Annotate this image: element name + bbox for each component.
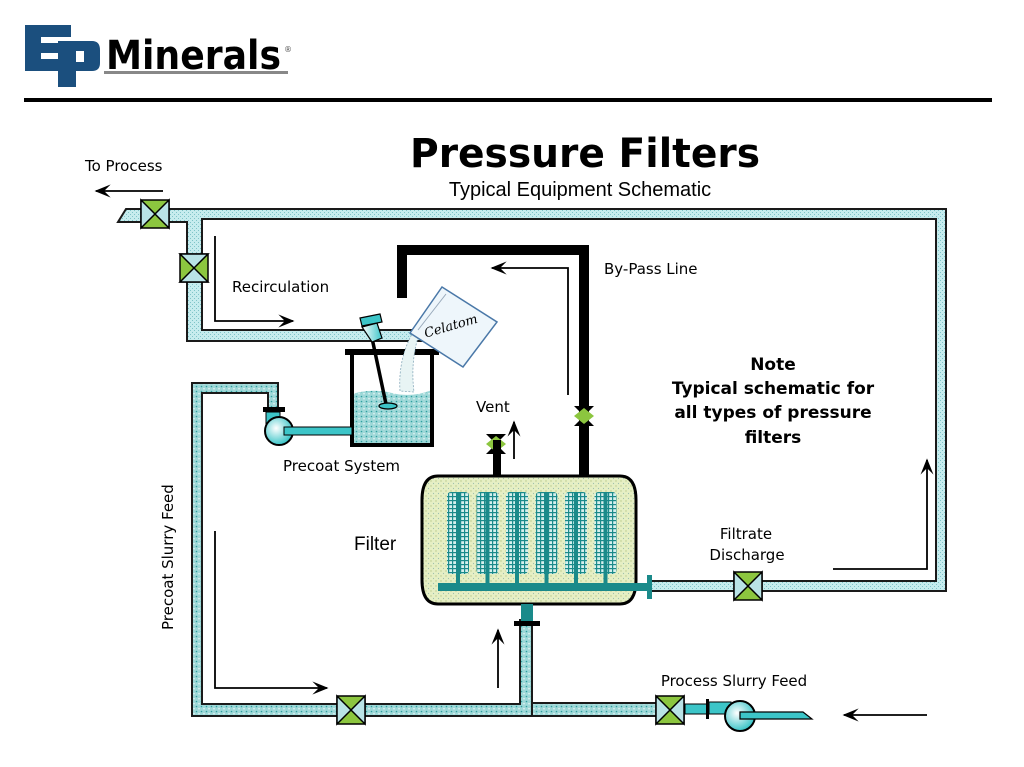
filter-leaf (447, 492, 469, 584)
filter-leaf (594, 492, 617, 584)
precoat-feed-valve[interactable] (336, 694, 366, 726)
label-process-slurry-feed: Process Slurry Feed (661, 672, 807, 690)
precoat-pump (263, 407, 353, 446)
filter-leaf (535, 492, 558, 584)
logo-registered-mark: ® (284, 45, 292, 54)
label-precoat-slurry-feed: Precoat Slurry Feed (159, 484, 177, 630)
recirculation-pipe (116, 208, 947, 592)
note-line: filters (745, 428, 802, 448)
bypass-valve[interactable] (574, 406, 594, 426)
celatom-bag: Celatom (408, 285, 499, 369)
label-filter: Filter (354, 534, 397, 555)
ep-minerals-logo: Minerals ® (25, 25, 292, 87)
filtrate-discharge-valve[interactable] (733, 570, 763, 602)
logo-underline (104, 71, 288, 74)
note-line: Typical schematic for (672, 379, 875, 399)
label-precoat-system: Precoat System (283, 457, 400, 475)
label-recirculation: Recirculation (232, 278, 329, 296)
label-filtrate-discharge-line1: Filtrate (720, 525, 772, 543)
precoat-tank (345, 313, 439, 447)
bypass-line (397, 245, 589, 478)
recirculation-valve[interactable] (178, 253, 210, 283)
note-heading: Note (750, 355, 796, 375)
label-vent: Vent (476, 398, 510, 416)
label-to-process: To Process (84, 157, 163, 175)
note-line: all types of pressure (674, 403, 871, 423)
process-feed-pipe (531, 702, 661, 717)
filter-leaf (565, 492, 587, 584)
label-filtrate-discharge-line2: Discharge (709, 546, 784, 564)
agitator (359, 313, 398, 410)
bypass-flow-arrow (490, 261, 569, 395)
filtrate-arrow (833, 458, 934, 570)
ep-logo-mark (25, 25, 100, 87)
process-feed-valve[interactable] (655, 694, 685, 726)
to-process-valve[interactable] (140, 198, 170, 230)
filter-leaf (506, 492, 528, 584)
page-subtitle: Typical Equipment Schematic (449, 179, 711, 201)
filter-vessel (420, 440, 652, 626)
page-title: Pressure Filters (410, 131, 760, 177)
header-rule (24, 98, 992, 102)
precoat-feed-arrow (214, 531, 329, 695)
label-bypass-line: By-Pass Line (604, 260, 698, 278)
note-block: Note Typical schematic for all types of … (672, 355, 875, 448)
recirculation-arrow (214, 236, 295, 328)
process-slurry-pump (684, 699, 814, 732)
filter-leaf (476, 492, 499, 584)
